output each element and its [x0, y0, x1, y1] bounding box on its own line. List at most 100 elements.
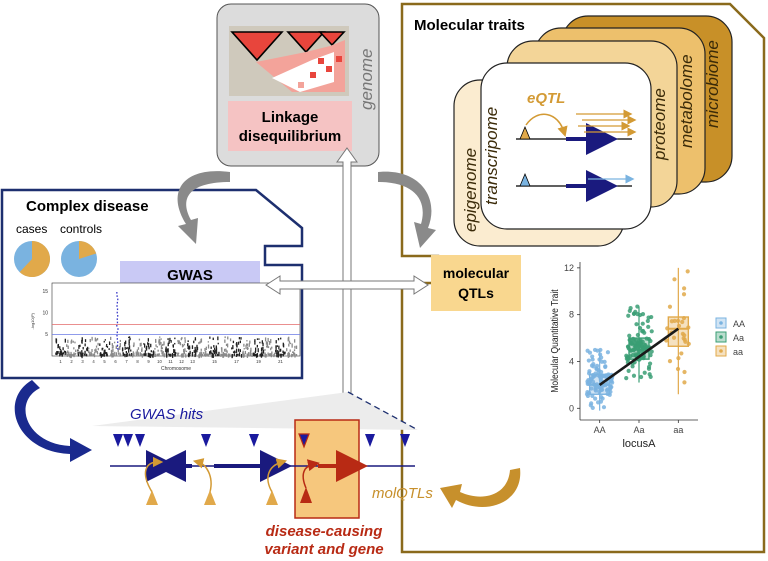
manhattan-point	[212, 353, 214, 358]
manhattan-peak-point	[116, 344, 119, 347]
manhattan-point	[237, 341, 240, 345]
causal-variant	[300, 487, 312, 503]
manhattan-point	[80, 353, 82, 357]
manhattan-point	[289, 349, 291, 352]
boxplot-point	[682, 369, 687, 375]
boxplot-point	[627, 333, 632, 338]
manhattan-point	[106, 343, 108, 346]
boxplot-point	[593, 396, 598, 401]
manhattan-point	[74, 341, 76, 344]
manhattan-point	[86, 353, 88, 357]
manhattan-point	[275, 346, 277, 351]
manhattan-point	[177, 341, 180, 345]
manhattan-point	[276, 345, 279, 347]
manhattan-point	[77, 351, 79, 355]
manhattan-peak-point	[117, 348, 119, 350]
manhattan-peak-point	[116, 295, 118, 297]
molqtl-variant-2	[204, 490, 216, 505]
manhattan-point	[137, 347, 140, 350]
molqtls-label: molQTLs	[372, 485, 433, 502]
manhattan-point	[254, 340, 256, 345]
manhattan-point	[287, 352, 289, 357]
manhattan-point	[244, 350, 247, 355]
manhattan-point	[62, 352, 65, 355]
manhattan-point	[267, 352, 269, 356]
boxplot-xtick-label: Aa	[633, 425, 644, 435]
manhattan-peak-point	[116, 331, 118, 334]
manhattan-point	[64, 350, 67, 353]
manhattan-point	[271, 351, 273, 354]
molecular-qtls-box	[431, 255, 521, 311]
manhattan-point	[276, 353, 278, 357]
manhattan-point	[59, 351, 61, 354]
manhattan-point	[123, 353, 125, 356]
manhattan-point	[231, 353, 233, 359]
manhattan-point	[222, 353, 224, 358]
manhattan-point	[183, 350, 185, 354]
manhattan-xtick: 4	[92, 359, 95, 364]
manhattan-point	[101, 347, 103, 351]
ld-block-1	[230, 31, 284, 62]
manhattan-peak-point	[116, 308, 119, 311]
manhattan-point	[188, 345, 190, 350]
manhattan-ytick: 10	[42, 311, 48, 317]
manhattan-point	[133, 353, 135, 356]
boxplot-point	[667, 359, 673, 364]
manhattan-point	[150, 353, 152, 357]
manhattan-point	[207, 341, 209, 343]
manhattan-point	[132, 353, 134, 358]
manhattan-point	[72, 353, 74, 357]
manhattan-point	[128, 341, 130, 346]
manhattan-point	[167, 338, 169, 340]
manhattan-point	[177, 339, 179, 342]
legend-label: Aa	[733, 333, 744, 343]
manhattan-point	[162, 351, 164, 356]
eqtl-variant-lower	[519, 172, 531, 187]
manhattan-point	[127, 348, 130, 350]
manhattan-peak-point	[116, 305, 118, 307]
manhattan-point	[130, 353, 132, 357]
manhattan-point	[266, 345, 268, 348]
manhattan-point	[184, 348, 186, 352]
manhattan-point	[70, 353, 73, 357]
ld-cell-d	[336, 56, 342, 62]
boxplot-point	[589, 386, 594, 391]
manhattan-point	[93, 353, 95, 357]
manhattan-point	[110, 336, 112, 340]
layer-card-transcripome	[480, 62, 652, 230]
curved-arrow-traits-to-molqtls	[440, 468, 521, 508]
manhattan-xlabel: Chromosome	[161, 366, 191, 372]
boxplot-point	[679, 351, 684, 356]
manhattan-point	[194, 337, 197, 341]
manhattan-point	[232, 345, 234, 350]
manhattan-point	[66, 352, 68, 356]
boxplot-point	[629, 341, 634, 346]
manhattan-point	[154, 353, 157, 358]
manhattan-point	[181, 353, 183, 358]
manhattan-point	[205, 348, 207, 350]
molecular-qtls-label-line1: molecular	[443, 265, 510, 281]
causal-arc	[302, 459, 320, 489]
manhattan-point	[165, 346, 167, 349]
ld-cell-e	[298, 82, 304, 88]
manhattan-point	[113, 341, 116, 344]
manhattan-point	[143, 353, 145, 356]
manhattan-peak-point	[116, 311, 118, 314]
manhattan-point	[101, 354, 104, 357]
manhattan-point	[128, 339, 130, 343]
manhattan-point	[199, 353, 201, 356]
manhattan-point	[132, 351, 134, 353]
manhattan-point	[106, 353, 108, 357]
manhattan-point	[213, 351, 216, 355]
boxplot-point	[601, 405, 607, 410]
manhattan-point	[124, 346, 126, 350]
causal-label-line2: variant and gene	[264, 541, 383, 558]
manhattan-point	[103, 350, 106, 354]
manhattan-point	[211, 353, 214, 358]
manhattan-point	[275, 350, 277, 353]
boxplot-point	[642, 370, 647, 375]
molqtl-variant-3	[266, 490, 278, 505]
manhattan-point	[228, 353, 230, 358]
manhattan-point	[191, 345, 194, 349]
